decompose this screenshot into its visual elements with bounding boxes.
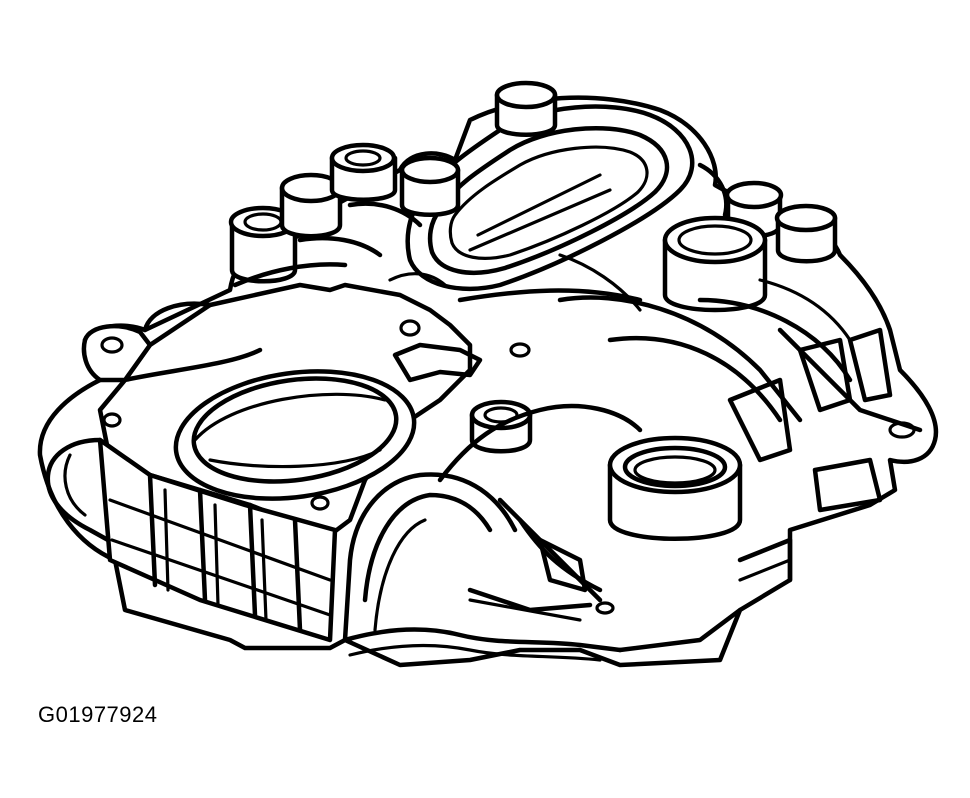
- center-bosses: [469, 399, 743, 541]
- right-runners: [557, 295, 923, 513]
- intake-manifold-drawing: [37, 80, 939, 668]
- central-arch: [342, 403, 643, 643]
- front-flange: [81, 282, 615, 615]
- ribbed-front-face: [97, 437, 338, 643]
- top-surface-details: [232, 162, 852, 342]
- upper-right-bosses: [662, 180, 838, 313]
- upper-left-bosses: [228, 80, 558, 284]
- left-side-curve: [45, 301, 263, 543]
- oval-port-gasket: [405, 104, 695, 292]
- figure-id-label: G01977924: [38, 702, 158, 727]
- bottom-skirt: [342, 537, 793, 662]
